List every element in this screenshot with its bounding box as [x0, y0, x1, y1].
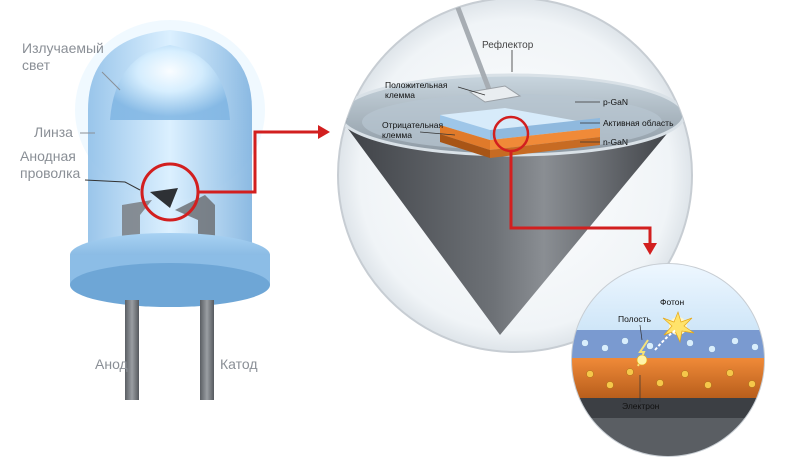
holes — [581, 337, 759, 353]
anode-label: Анод — [95, 356, 128, 372]
callout-arrow-1 — [198, 130, 318, 194]
p-gan-side-left — [440, 115, 490, 140]
emitted-light-label: Излучаемый свет — [22, 40, 104, 73]
substrate — [572, 398, 764, 418]
reflector-label: Рефлектор — [482, 40, 534, 51]
photon-burst — [636, 310, 695, 367]
positive-terminal-leader — [457, 86, 486, 96]
active-side-right — [490, 128, 600, 150]
callout-arrowhead-1 — [318, 125, 330, 139]
cathode-label: Катод — [220, 356, 258, 372]
led-body — [70, 20, 270, 400]
p-layer — [572, 330, 764, 358]
negative-terminal-leader — [419, 131, 456, 136]
anode-wire-label: Анодная проволка — [20, 148, 81, 181]
lens-label: Линза — [34, 124, 73, 140]
negative-terminal-label: Отрицательная клемма — [382, 120, 444, 140]
active-region-label: Активная область — [603, 118, 674, 128]
active-side-left — [440, 125, 490, 150]
lens-rim-bottom — [70, 263, 270, 307]
n-layer — [572, 358, 764, 398]
hole-label: Полость — [618, 314, 652, 324]
callout-arrowhead-2 — [643, 243, 657, 255]
electrons — [586, 368, 756, 389]
bond-pad — [468, 85, 522, 103]
n-gan-side-left — [440, 134, 490, 158]
n-gan-label: n-GaN — [603, 137, 629, 147]
photon-label: Фотон — [660, 297, 685, 307]
n-gan-side-right — [490, 137, 600, 158]
lens-highlight — [110, 45, 230, 120]
bond-wire — [452, 0, 493, 93]
electron-label: Электрон — [622, 401, 660, 411]
p-gan-label: p-GaN — [603, 97, 629, 107]
base — [572, 418, 764, 456]
emitted-light-leader — [101, 71, 121, 91]
p-gan-side-right — [490, 118, 600, 140]
positive-terminal-label: Положительная клемма — [385, 80, 448, 100]
callout-arrow-2 — [509, 151, 652, 243]
anode-wire-leader — [84, 179, 141, 191]
recombination-spark — [636, 354, 648, 366]
cathode-leg — [200, 300, 214, 400]
hole-leader — [639, 324, 643, 341]
die-cup — [150, 188, 178, 208]
anode-leg — [125, 300, 139, 400]
